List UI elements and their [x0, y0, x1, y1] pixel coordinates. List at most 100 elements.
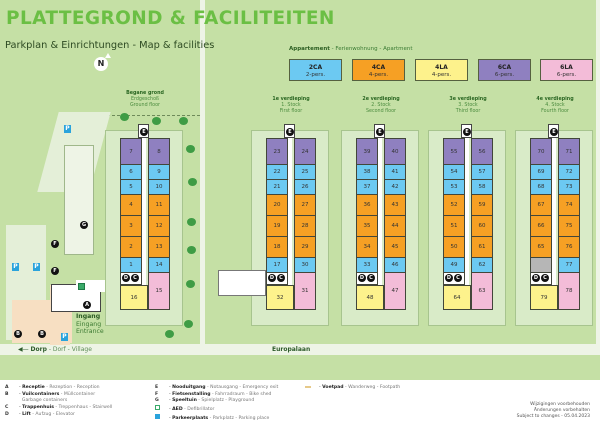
apartment-unit[interactable]: 41	[384, 164, 406, 180]
apartment-unit[interactable]: 61	[471, 236, 493, 258]
tree-icon	[186, 280, 195, 288]
apartment-unit[interactable]: 47	[384, 272, 406, 310]
parking-icon	[155, 413, 160, 419]
legend-item-d: D- Lift - Aufzug - Elevator	[5, 411, 75, 417]
apartment-unit[interactable]: 8	[148, 138, 170, 165]
apartment-unit[interactable]: 32	[266, 285, 294, 310]
apartment-unit[interactable]: 77	[558, 257, 580, 273]
apartment-unit[interactable]: 49	[443, 257, 465, 273]
legend-column-2: E- Nooduitgang - Notausgang - Emergency …	[155, 385, 278, 423]
apartment-unit[interactable]: 21	[266, 179, 288, 195]
apartment-unit[interactable]: 27	[294, 194, 316, 216]
apartment-unit[interactable]: 20	[266, 194, 288, 216]
apartment-unit[interactable]: 19	[266, 215, 288, 237]
apartment-unit[interactable]: 57	[471, 164, 493, 180]
tree-icon	[188, 178, 197, 186]
apartment-unit[interactable]: 46	[384, 257, 406, 273]
apartment-unit[interactable]: 66	[530, 215, 552, 237]
apartment-unit[interactable]: 48	[356, 285, 384, 310]
apartment-unit[interactable]: 22	[266, 164, 288, 180]
apartment-unit[interactable]: 15	[148, 272, 170, 310]
marker-b-garbage: B	[14, 330, 22, 338]
apartment-unit[interactable]: 63	[471, 272, 493, 310]
marker-c-stairwell: C	[454, 274, 462, 282]
apartment-unit[interactable]: 78	[558, 272, 580, 310]
apartment-unit[interactable]: 52	[443, 194, 465, 216]
apartment-unit[interactable]: 33	[356, 257, 378, 273]
apartment-unit[interactable]: 23	[266, 138, 288, 165]
apartment-unit[interactable]: 54	[443, 164, 465, 180]
village-direction-label: ◀— Dorp - Dorf - Village	[18, 346, 92, 353]
apartment-unit[interactable]: 75	[558, 215, 580, 237]
apartment-unit[interactable]: 38	[356, 164, 378, 180]
marker-c-stairwell: C	[367, 274, 375, 282]
marker-d-lift: D	[122, 274, 130, 282]
apartment-unit[interactable]: 44	[384, 215, 406, 237]
apartment-unit[interactable]: 26	[294, 179, 316, 195]
legend-item-e: E- Nooduitgang - Notausgang - Emergency …	[155, 385, 279, 390]
apartment-unit[interactable]: 60	[471, 215, 493, 237]
apartment-unit[interactable]: 34	[356, 236, 378, 258]
marker-c-stairwell: C	[277, 274, 285, 282]
apartment-unit[interactable]: 42	[384, 179, 406, 195]
apartment-unit[interactable]: 11	[148, 194, 170, 216]
floor-3-corridor	[465, 138, 469, 308]
apartment-unit[interactable]: 13	[148, 236, 170, 258]
apartment-unit[interactable]: 2	[120, 236, 142, 258]
apartment-legend-heading: Appartement - Ferienwohnung - Apartment	[289, 46, 413, 52]
apartment-unit[interactable]: 67	[530, 194, 552, 216]
apartment-unit[interactable]: 70	[530, 138, 552, 165]
apartment-unit[interactable]	[530, 257, 552, 273]
apartment-unit[interactable]: 72	[558, 164, 580, 180]
apartment-unit[interactable]: 3	[120, 215, 142, 237]
apartment-unit[interactable]: 12	[148, 215, 170, 237]
apartment-unit[interactable]: 65	[530, 236, 552, 258]
apartment-unit[interactable]: 6	[120, 164, 142, 180]
apartment-unit[interactable]: 16	[120, 285, 148, 310]
apartment-unit[interactable]: 64	[443, 285, 471, 310]
apartment-unit[interactable]: 69	[530, 164, 552, 180]
apartment-unit[interactable]: 29	[294, 236, 316, 258]
page-title: PLATTEGROND & FACILITEITEN	[6, 8, 335, 29]
apartment-unit[interactable]: 71	[558, 138, 580, 165]
apartment-unit[interactable]: 73	[558, 179, 580, 195]
apartment-unit[interactable]: 9	[148, 164, 170, 180]
apartment-unit[interactable]: 45	[384, 236, 406, 258]
apartment-unit[interactable]: 24	[294, 138, 316, 165]
apartment-unit[interactable]: 5	[120, 179, 142, 195]
apartment-unit[interactable]: 40	[384, 138, 406, 165]
apartment-unit[interactable]: 4	[120, 194, 142, 216]
aed-icon	[78, 283, 85, 290]
apartment-unit[interactable]: 18	[266, 236, 288, 258]
apartment-unit[interactable]: 50	[443, 236, 465, 258]
apartment-unit[interactable]: 76	[558, 236, 580, 258]
apartment-unit[interactable]: 62	[471, 257, 493, 273]
apartment-unit[interactable]: 7	[120, 138, 142, 165]
apartment-unit[interactable]: 39	[356, 138, 378, 165]
apartment-unit[interactable]: 59	[471, 194, 493, 216]
apartment-unit[interactable]: 17	[266, 257, 288, 273]
parking-icon: P	[33, 263, 40, 271]
apartment-unit[interactable]: 30	[294, 257, 316, 273]
apartment-unit[interactable]: 58	[471, 179, 493, 195]
apartment-unit[interactable]: 51	[443, 215, 465, 237]
apartment-unit[interactable]: 74	[558, 194, 580, 216]
apartment-unit[interactable]: 68	[530, 179, 552, 195]
apartment-unit[interactable]: 35	[356, 215, 378, 237]
apartment-unit[interactable]: 10	[148, 179, 170, 195]
apartment-unit[interactable]: 53	[443, 179, 465, 195]
apartment-unit[interactable]: 56	[471, 138, 493, 165]
apartment-unit[interactable]: 43	[384, 194, 406, 216]
apartment-unit[interactable]: 25	[294, 164, 316, 180]
apartment-unit[interactable]: 1	[120, 257, 142, 273]
apartment-unit[interactable]: 79	[530, 285, 558, 310]
apartment-unit[interactable]: 14	[148, 257, 170, 273]
apartment-unit[interactable]: 31	[294, 272, 316, 310]
apartment-unit[interactable]: 55	[443, 138, 465, 165]
apartment-unit[interactable]: 36	[356, 194, 378, 216]
apartment-unit[interactable]: 28	[294, 215, 316, 237]
apartment-unit[interactable]: 37	[356, 179, 378, 195]
